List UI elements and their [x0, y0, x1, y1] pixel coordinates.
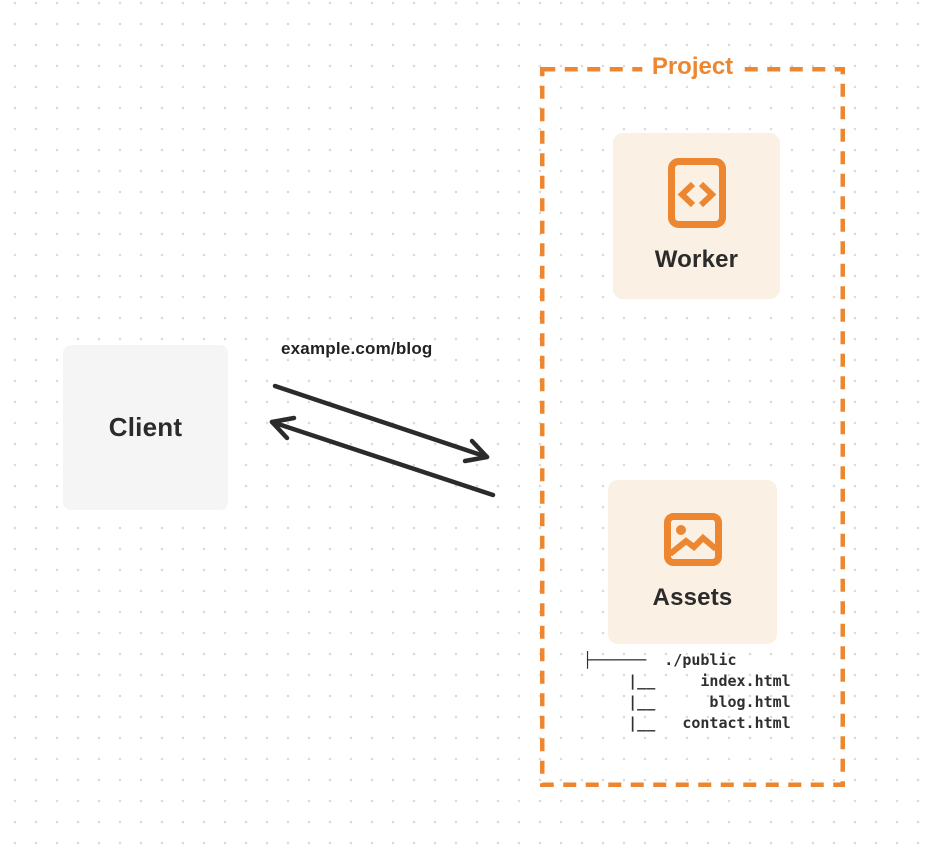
project-container: Project Worker Assets ├────── ./public |… [540, 54, 845, 787]
request-response-arrows [269, 383, 496, 498]
worker-node: Worker [613, 133, 780, 299]
worker-label: Worker [654, 246, 739, 273]
file-tree: ├────── ./public |__ index.html |__ blog… [583, 651, 791, 732]
project-title: Project [641, 54, 744, 80]
request-url-label: example.com/blog [281, 339, 433, 358]
request-arrow [272, 383, 490, 464]
project-dashed-border [540, 67, 845, 787]
assets-label: Assets [652, 583, 733, 611]
code-file-icon [667, 158, 726, 228]
response-arrow [269, 415, 496, 498]
client-label: Client [108, 412, 183, 442]
assets-node: Assets [608, 480, 777, 644]
client-node: Client [63, 345, 228, 510]
image-picture-icon [663, 512, 722, 566]
